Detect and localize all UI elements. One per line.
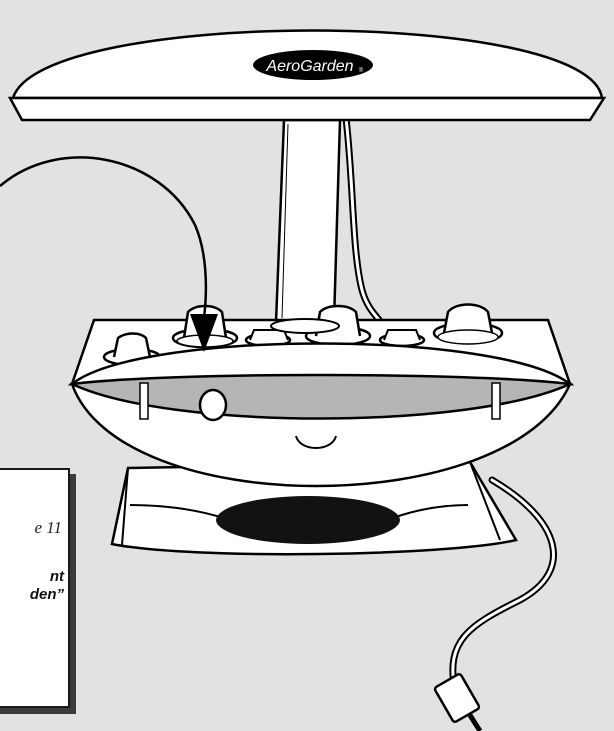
base-stand-edge-left (121, 467, 129, 546)
pointer-arrow (0, 156, 208, 319)
lamp-arm-shade (281, 123, 289, 319)
window-divider-right (491, 382, 501, 420)
page-reference: e 11 (34, 518, 62, 537)
seed-pod (378, 329, 426, 348)
lamp-arm-collar (270, 318, 340, 334)
bowl-front-tab (295, 435, 337, 449)
aerogarden-logo-text: AeroGarden (265, 58, 353, 75)
base-stand-edge-right (469, 461, 501, 541)
seed-pod (432, 303, 504, 345)
water-level-indicator (198, 388, 228, 422)
callout-text-line-2: den” (29, 586, 64, 603)
callout-text-line-1: nt (49, 568, 64, 585)
arrowhead-icon (190, 314, 218, 352)
power-cord-lower (465, 710, 483, 731)
lamp-arm (274, 118, 342, 324)
lamp-cord-inner (344, 116, 388, 332)
lamp-hood-rim (7, 96, 607, 122)
power-cord-inner (451, 478, 555, 692)
base-pedestal (216, 496, 400, 544)
plug-icon (433, 673, 481, 723)
window-divider-left (139, 382, 149, 420)
control-panel-window-lower (71, 382, 571, 420)
instruction-callout-box: e 11 nt den” (0, 468, 70, 708)
aerogarden-logo-badge (253, 50, 373, 80)
trademark-mark: ® (359, 67, 364, 74)
